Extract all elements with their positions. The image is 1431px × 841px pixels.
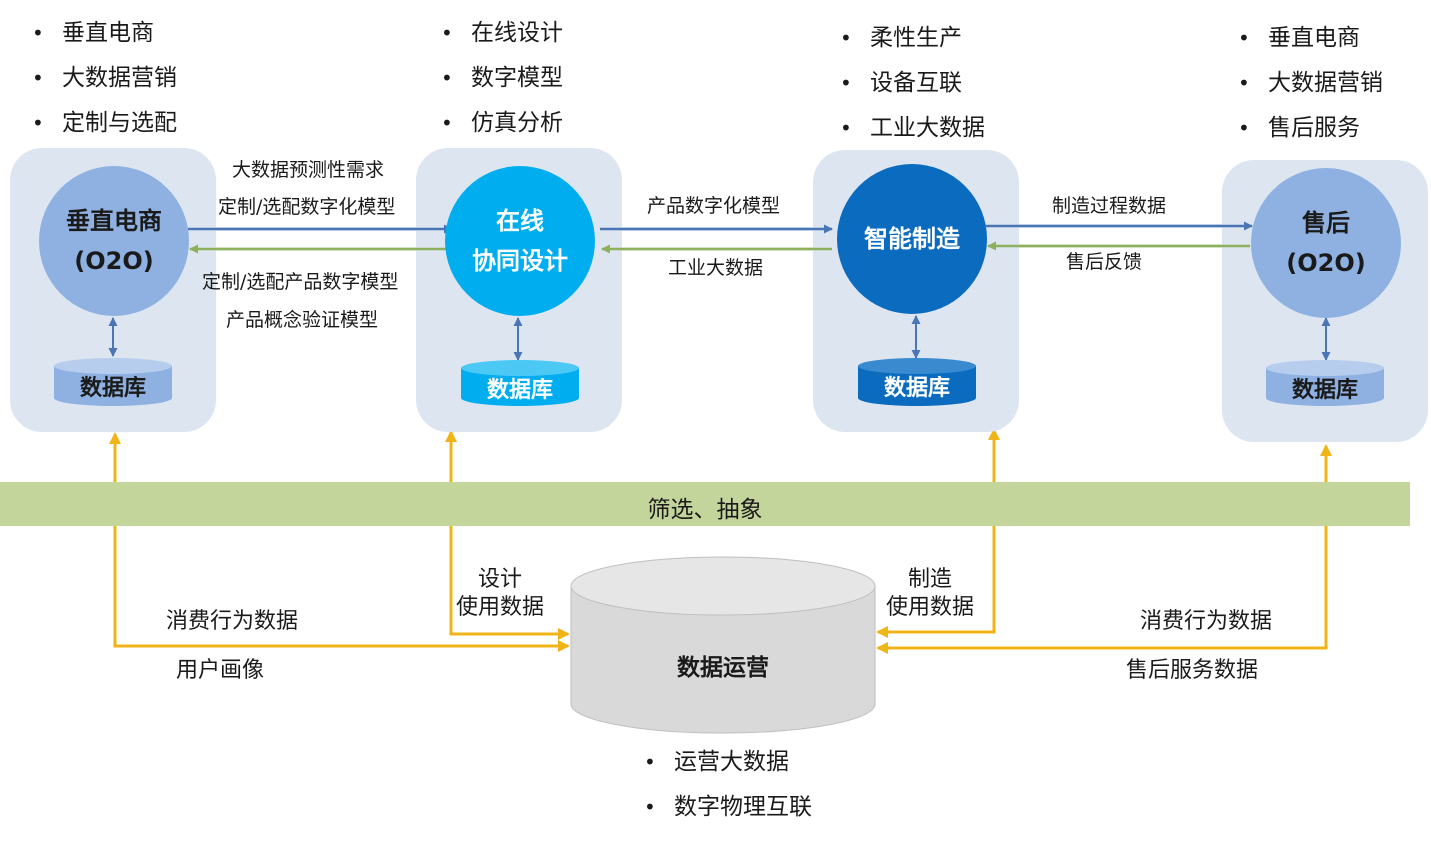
- bullet-item: 定制与选配: [28, 112, 177, 136]
- bullets-ecommerce: 垂直电商 大数据营销 定制与选配: [28, 22, 177, 157]
- bullets-design: 在线设计 数字模型 仿真分析: [437, 22, 563, 157]
- flow-label: 大数据预测性需求: [232, 159, 385, 181]
- flow-label: 制造 使用数据: [886, 566, 974, 622]
- database-icon: 数据库: [1266, 360, 1384, 406]
- data-operations-title: 数据运营: [677, 655, 769, 681]
- flow-label: 产品数字化模型: [647, 195, 781, 217]
- flow-label: 设计 使用数据: [456, 566, 544, 622]
- node-label-line1: 在线: [496, 207, 544, 235]
- node-label-line1: 智能制造: [864, 225, 960, 253]
- database-label: 数据库: [486, 378, 553, 403]
- database-label: 数据库: [883, 376, 950, 401]
- bullets-manufacturing: 柔性生产 设备互联 工业大数据: [836, 27, 985, 162]
- flow-label-line: 设计: [478, 567, 523, 592]
- node-label-line1: 售后: [1302, 209, 1350, 237]
- flow-label: 售后反馈: [1066, 251, 1143, 273]
- flow-label: 工业大数据: [668, 257, 764, 279]
- database-label: 数据库: [1291, 378, 1358, 403]
- flow-label: 售后服务数据: [1126, 658, 1259, 683]
- bullet-item: 大数据营销: [1234, 72, 1383, 96]
- bullet-item: 大数据营销: [28, 67, 177, 91]
- database-label: 数据库: [79, 376, 146, 401]
- node-label-line1: 垂直电商: [66, 207, 162, 235]
- node-online-design: 在线 协同设计: [445, 166, 595, 316]
- database-icon: 数据库: [461, 360, 579, 406]
- node-smart-manufacturing: 智能制造: [837, 164, 987, 314]
- filter-abstract-band: 筛选、抽象: [0, 482, 1410, 526]
- flow-label: 产品概念验证模型: [226, 309, 379, 331]
- bullet-item: 垂直电商: [1234, 27, 1383, 51]
- flow-label: 用户画像: [176, 658, 265, 683]
- band-label: 筛选、抽象: [647, 497, 763, 523]
- bullet-item: 运营大数据: [640, 751, 812, 775]
- flow-label: 制造过程数据: [1052, 195, 1167, 217]
- flow-label: 定制/选配数字化模型: [218, 196, 396, 218]
- flow-label-line: 制造: [908, 567, 953, 592]
- flow-label-line: 使用数据: [886, 595, 975, 620]
- flow-label: 消费行为数据: [1140, 609, 1273, 634]
- flow-label: 定制/选配产品数字模型: [202, 271, 399, 293]
- database-icon: 数据库: [858, 358, 976, 406]
- database-icon: 数据库: [54, 358, 172, 406]
- node-aftersales: 售后 (O2O): [1251, 168, 1401, 318]
- node-label-line2: (O2O): [1286, 249, 1366, 277]
- bullet-item: 售后服务: [1234, 117, 1383, 141]
- bullets-aftersales: 垂直电商 大数据营销 售后服务: [1234, 27, 1383, 162]
- flow-label: 消费行为数据: [166, 609, 299, 634]
- data-operations-cylinder: 数据运营: [570, 556, 876, 734]
- bullet-item: 数字物理互联: [640, 796, 812, 820]
- node-label-line2: 协同设计: [472, 247, 568, 275]
- flow-label-line: 使用数据: [456, 595, 545, 620]
- node-vertical-ecommerce: 垂直电商 (O2O): [39, 166, 189, 316]
- bullet-item: 工业大数据: [836, 117, 985, 141]
- bullet-item: 设备互联: [836, 72, 985, 96]
- bullet-item: 仿真分析: [437, 112, 563, 136]
- node-label-line2: (O2O): [74, 247, 154, 275]
- bullets-data-operations: 运营大数据 数字物理互联: [640, 751, 812, 841]
- bullet-item: 柔性生产: [836, 27, 985, 51]
- bullet-item: 垂直电商: [28, 22, 177, 46]
- bullet-item: 在线设计: [437, 22, 563, 46]
- bullet-item: 数字模型: [437, 67, 563, 91]
